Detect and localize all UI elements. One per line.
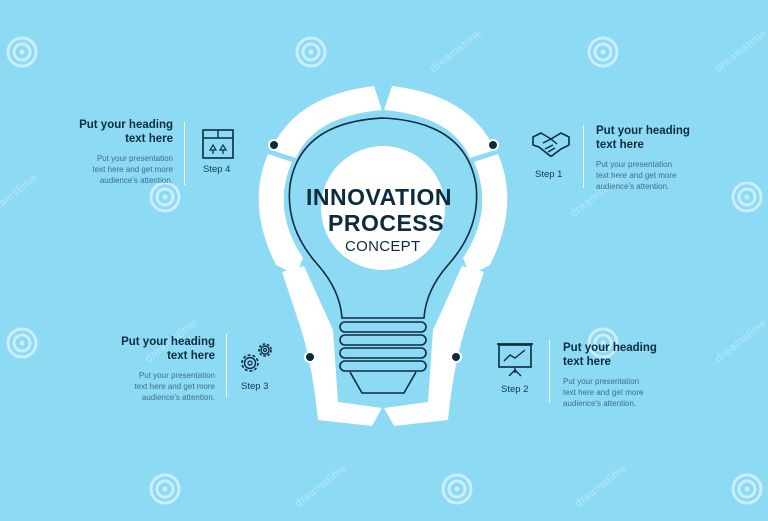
- step-1-heading: Put your heading text here: [596, 125, 690, 151]
- divider-line: [226, 334, 227, 397]
- step-2-text-block: Put your heading text here Put your pres…: [563, 341, 688, 409]
- divider-line: [549, 340, 550, 403]
- frame-segment-lower-left: [282, 266, 382, 426]
- step-4-label: Step 4: [203, 164, 231, 175]
- bulb-base-ring: [339, 321, 427, 333]
- step-3-body: Put your presentation text here and get …: [134, 371, 216, 402]
- watermark-logo-icon: [6, 36, 38, 68]
- step-2-body: Put your presentation text here and get …: [563, 377, 644, 408]
- ring-segment-top-left: [271, 86, 382, 158]
- title-circle: [321, 146, 445, 270]
- title-line-1: INNOVATION: [306, 184, 452, 210]
- bulb-outline: [288, 117, 478, 319]
- step-4-body: Put your presentation text here and get …: [92, 154, 174, 185]
- bulb-base-ring: [339, 334, 427, 346]
- watermark-logo-icon: [587, 327, 619, 359]
- title-line-2: PROCESS: [328, 210, 444, 236]
- bulb-base-tip: [349, 371, 417, 394]
- package-box-icon: [202, 129, 234, 159]
- watermark-logo-icon: [149, 181, 181, 213]
- bulb-base-ring: [339, 360, 427, 372]
- ring-segment-left: [258, 154, 303, 275]
- watermark-logo-icon: [149, 473, 181, 505]
- presentation-chart-icon: [497, 343, 533, 377]
- connector-dot-step-3: [304, 351, 316, 363]
- watermark-logo-icon: [587, 36, 619, 68]
- connector-dot-step-2: [450, 351, 462, 363]
- step-3-label: Step 3: [241, 381, 269, 392]
- connector-dot-step-1: [487, 139, 499, 151]
- step-3-heading: Put your heading text here: [121, 336, 215, 362]
- step-4-heading: Put your heading text here: [79, 119, 173, 145]
- step-2-heading: Put your heading text here: [563, 342, 657, 368]
- watermark-logo-icon: [6, 327, 38, 359]
- ring-segment-top-right: [384, 86, 495, 158]
- step-3-text-block: Put your heading text here Put your pres…: [90, 335, 215, 403]
- gears-icon: [241, 343, 272, 372]
- handshake-icon: [532, 132, 570, 157]
- step-1-label: Step 1: [535, 169, 563, 180]
- watermark-logo-icon: [731, 181, 763, 213]
- watermark-logo-icon: [295, 36, 327, 68]
- step-1-body: Put your presentation text here and get …: [596, 160, 677, 191]
- ring-segment-right: [463, 154, 508, 275]
- title-line-3: CONCEPT: [345, 238, 421, 255]
- frame-segment-lower-right: [384, 266, 484, 426]
- step-2-label: Step 2: [501, 384, 529, 395]
- watermark-logo-icon: [441, 473, 473, 505]
- step-1-text-block: Put your heading text here Put your pres…: [596, 124, 721, 192]
- bulb-base-ring: [339, 347, 427, 359]
- divider-line: [184, 122, 185, 185]
- watermark-logo-icon: [731, 473, 763, 505]
- connector-dot-step-4: [268, 139, 280, 151]
- divider-line: [583, 125, 584, 188]
- step-4-text-block: Put your heading text here Put your pres…: [48, 118, 173, 186]
